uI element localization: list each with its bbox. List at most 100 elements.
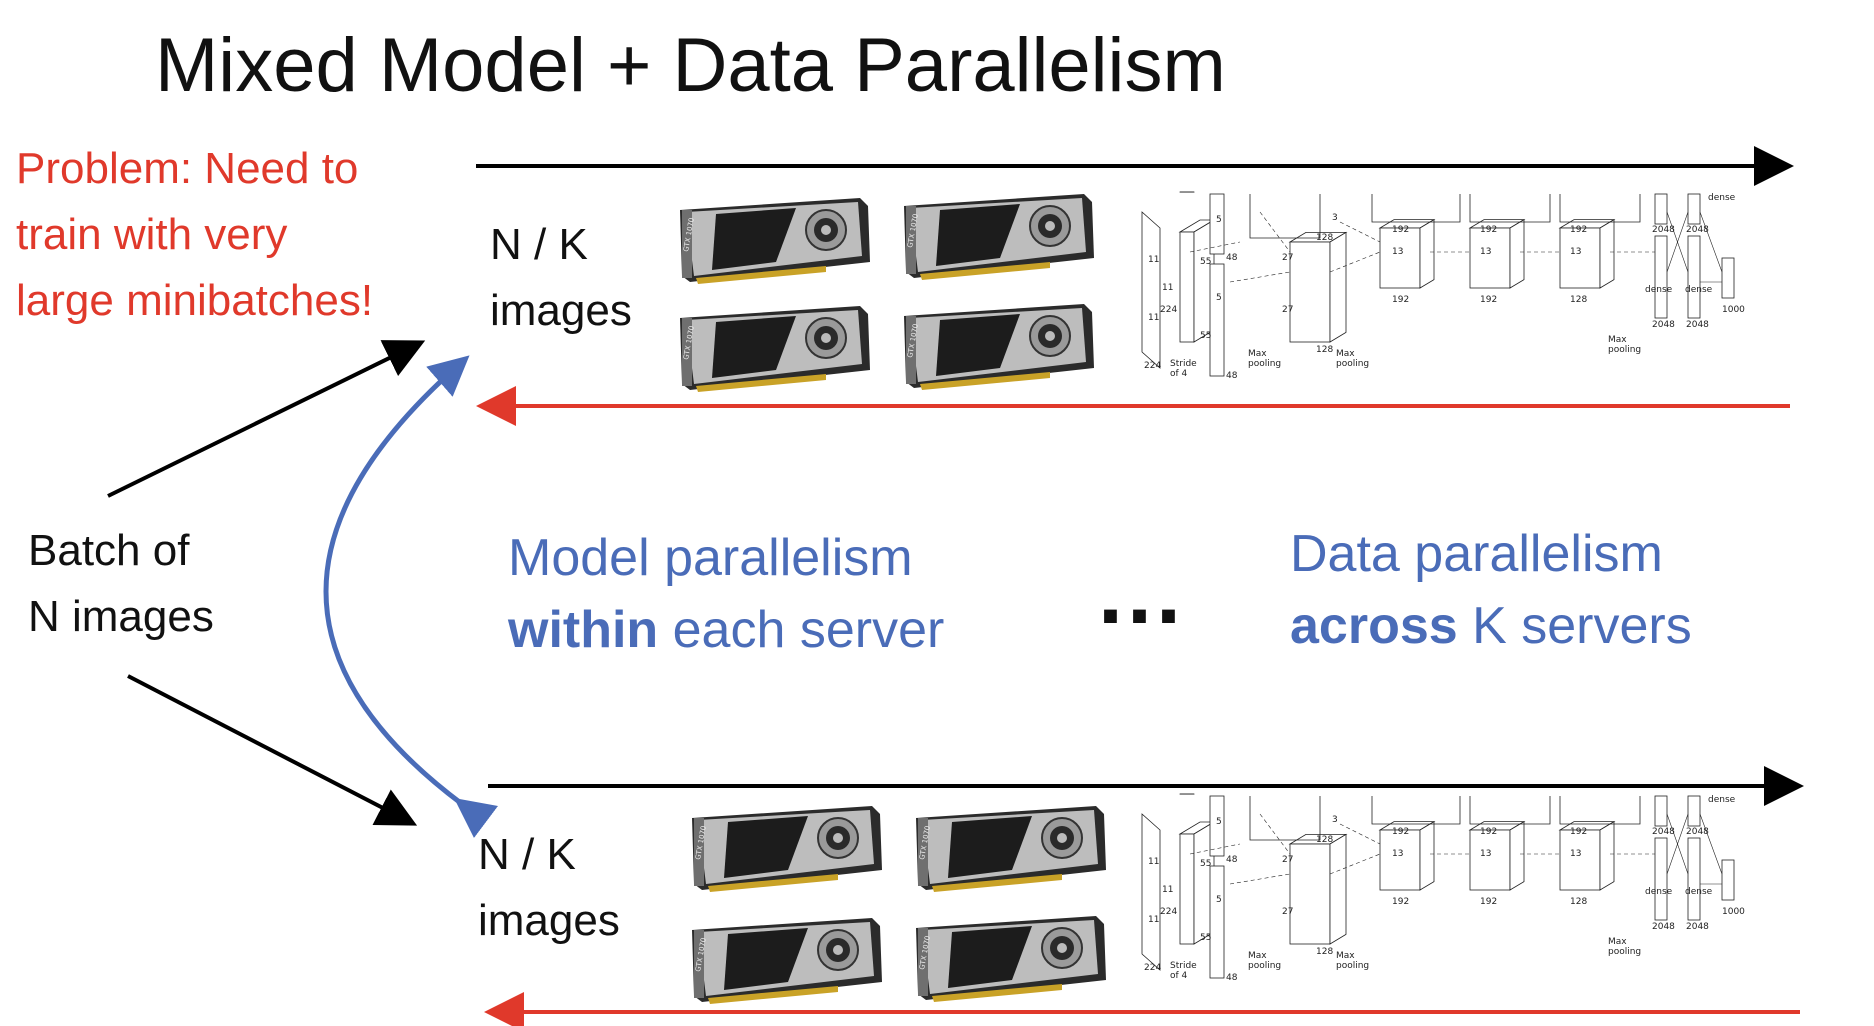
- network-label: 192: [1480, 295, 1497, 305]
- network-label: dense: [1708, 193, 1736, 203]
- model-parallelism-text: Model parallelism within each server: [508, 522, 944, 666]
- gpu-card-icon: GTX 1070: [904, 304, 1094, 390]
- gpu-card-icon: GTX 1070: [692, 918, 882, 1004]
- network-label: 128: [1316, 835, 1333, 845]
- data-parallelism-rest: K servers: [1457, 597, 1692, 655]
- network-label: pooling: [1248, 359, 1281, 369]
- gpu-card-icon: GTX 1070: [916, 806, 1106, 892]
- model-parallelism-bold: within: [508, 601, 659, 659]
- server-top-line-2: images: [490, 286, 632, 335]
- network-label: 192: [1392, 827, 1409, 837]
- batch-line-1: Batch of: [28, 526, 190, 575]
- network-label: 13: [1480, 849, 1491, 859]
- network-label: 55: [1200, 859, 1211, 869]
- network-label: 192: [1392, 295, 1409, 305]
- network-label: Max: [1608, 937, 1627, 947]
- network-label: 55: [1200, 331, 1211, 341]
- problem-line-1: Problem: Need to: [16, 144, 359, 193]
- network-label: 192: [1570, 827, 1587, 837]
- network-label: 11: [1148, 915, 1159, 925]
- network-label: 128: [1316, 233, 1333, 243]
- network-label: 48: [1226, 855, 1238, 865]
- network-label: 2048: [1652, 225, 1675, 235]
- network-label: 128: [1316, 947, 1333, 957]
- slide-title: Mixed Model + Data Parallelism: [155, 23, 1226, 108]
- server-top-images-label: N / K images: [490, 212, 632, 344]
- network-label: Max: [1336, 349, 1355, 359]
- problem-statement: Problem: Need to train with very large m…: [16, 136, 373, 334]
- network-label: 2048: [1686, 922, 1709, 932]
- network-label: Max: [1608, 335, 1627, 345]
- data-parallelism-line-1: Data parallelism: [1290, 525, 1663, 583]
- network-label: 13: [1480, 247, 1491, 257]
- model-parallelism-line-1: Model parallelism: [508, 529, 913, 587]
- network-label: 27: [1282, 907, 1293, 917]
- batch-label: Batch of N images: [28, 518, 214, 650]
- network-label: 3: [1332, 213, 1338, 223]
- network-label: 2048: [1652, 827, 1675, 837]
- network-label: 192: [1392, 225, 1409, 235]
- network-label: 48: [1226, 371, 1238, 381]
- data-parallelism-bold: across: [1290, 597, 1458, 655]
- problem-line-3: large minibatches!: [16, 276, 374, 325]
- network-label: 1000: [1722, 305, 1745, 315]
- network-label: 128: [1316, 345, 1333, 355]
- network-label: 11: [1162, 283, 1173, 293]
- gpu-card-icon: GTX 1070: [692, 806, 882, 892]
- network-label: 48: [1226, 253, 1238, 263]
- network-label: 27: [1282, 855, 1293, 865]
- gpu-card-icon: GTX 1070: [680, 306, 870, 392]
- network-label: 192: [1480, 897, 1497, 907]
- network-label: 5: [1216, 817, 1222, 827]
- network-label: Max: [1248, 951, 1267, 961]
- network-label: 192: [1480, 827, 1497, 837]
- network-label: 192: [1480, 225, 1497, 235]
- network-label: pooling: [1248, 961, 1281, 971]
- network-label: 128: [1570, 897, 1587, 907]
- network-label: 224: [1160, 305, 1177, 315]
- network-label: Stride: [1170, 961, 1197, 971]
- network-label: 55: [1200, 257, 1211, 267]
- network-label: Max: [1248, 349, 1267, 359]
- network-label: pooling: [1608, 947, 1641, 957]
- network-label: dense: [1685, 285, 1713, 295]
- network-label: pooling: [1336, 961, 1369, 971]
- network-label: of 4: [1170, 971, 1188, 981]
- network-label: pooling: [1336, 359, 1369, 369]
- network-label: 1000: [1722, 907, 1745, 917]
- batch-arrow-down: [127, 674, 418, 826]
- network-label: Max: [1336, 951, 1355, 961]
- network-label: 2048: [1686, 225, 1709, 235]
- data-parallelism-text: Data parallelism across K servers: [1290, 518, 1692, 662]
- network-label: 3: [1332, 815, 1338, 825]
- network-label: 2048: [1652, 320, 1675, 330]
- batch-line-2: N images: [28, 592, 214, 641]
- network-label: 224: [1144, 963, 1161, 973]
- network-label: pooling: [1608, 345, 1641, 355]
- network-label: 11: [1148, 313, 1159, 323]
- batch-arrow-up: [107, 340, 426, 498]
- network-label: Stride: [1170, 359, 1197, 369]
- network-label: 11: [1148, 857, 1159, 867]
- network-label: 27: [1282, 253, 1293, 263]
- network-label: 13: [1392, 247, 1403, 257]
- network-label: 192: [1570, 225, 1587, 235]
- model-parallelism-line-2: within each server: [508, 594, 944, 666]
- network-label: dense: [1645, 887, 1673, 897]
- gpu-card-icon: GTX 1070: [904, 194, 1094, 280]
- ellipsis: ...: [1098, 543, 1186, 643]
- network-label: 224: [1160, 907, 1177, 917]
- network-label: 13: [1392, 849, 1403, 859]
- network-label: of 4: [1170, 369, 1188, 379]
- network-label: 2048: [1686, 320, 1709, 330]
- network-label: 11: [1148, 255, 1159, 265]
- network-label: 27: [1282, 305, 1293, 315]
- server-bottom-images-label: N / K images: [478, 822, 620, 954]
- network-label: 224: [1144, 361, 1161, 371]
- network-label: 2048: [1652, 922, 1675, 932]
- server-top-line-1: N / K: [490, 220, 588, 269]
- network-label: 13: [1570, 247, 1581, 257]
